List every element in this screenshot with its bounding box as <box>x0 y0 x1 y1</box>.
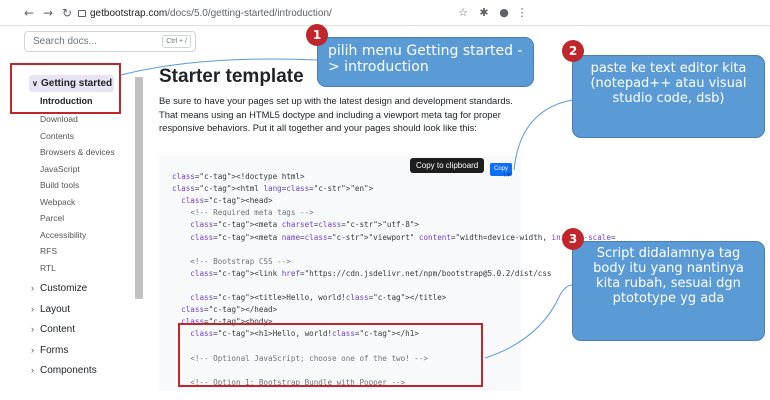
callout-step-2: paste ke text editor kita (notepad++ ata… <box>572 55 765 138</box>
sidebar-item-javascript[interactable]: JavaScript <box>40 164 80 174</box>
step-badge-1: 1 <box>306 24 328 46</box>
chevron-down-icon: ∨ <box>32 79 38 88</box>
search-shortcut: Ctrl + / <box>162 35 191 48</box>
code-line: class="c-tag"><html lang=class="c-str">"… <box>172 184 374 194</box>
sidebar-group-label: Getting started <box>41 78 113 89</box>
sidebar-item-webpack[interactable]: Webpack <box>40 197 76 207</box>
sidebar-item-rfs[interactable]: RFS <box>40 246 57 256</box>
chevron-right-icon: › <box>31 304 34 314</box>
sidebar-section-content[interactable]: › Content <box>31 324 75 335</box>
sidebar-item-rtl[interactable]: RTL <box>40 263 56 273</box>
sidebar-item-introduction[interactable]: Introduction <box>40 96 93 106</box>
code-line: class="c-tag"><head> <box>181 196 273 206</box>
code-line: class="c-tag"><!doctype html> <box>172 172 305 181</box>
cursor-pointer-icon: ☞ <box>503 168 513 181</box>
chevron-right-icon: › <box>31 324 34 334</box>
copy-tooltip: Copy to clipboard <box>410 158 485 173</box>
code-line: class="c-tag"><title>Hello, world!class=… <box>190 293 447 302</box>
address-bar[interactable]: getbootstrap.com/docs/5.0/getting-starte… <box>78 4 473 23</box>
intro-paragraph: Be sure to have your pages set up with t… <box>159 95 513 133</box>
sidebar-scrollbar[interactable] <box>135 77 143 299</box>
copy-button[interactable]: Copy <box>490 163 512 176</box>
sidebar-section-label: Content <box>40 324 76 335</box>
sidebar-item-build-tools[interactable]: Build tools <box>40 180 80 190</box>
code-line: <!-- Bootstrap CSS --> <box>172 256 291 266</box>
back-arrow-icon[interactable]: ← <box>23 6 35 20</box>
sidebar-section-customize[interactable]: › Customize <box>31 283 87 294</box>
sidebar-section-forms[interactable]: › Forms <box>31 345 68 356</box>
url-domain: getbootstrap.com <box>90 8 168 19</box>
code-line: class="c-tag"></head> <box>181 305 278 315</box>
star-icon[interactable]: ☆ <box>458 6 468 19</box>
sidebar-group-getting-started[interactable]: ∨ Getting started <box>29 75 114 92</box>
page-title: Starter template <box>159 66 304 87</box>
sidebar-section-components[interactable]: › Components <box>31 365 97 376</box>
reload-icon[interactable]: ↻ <box>61 6 73 20</box>
sidebar-section-layout[interactable]: › Layout <box>31 304 70 315</box>
code-line: <!-- Option 1: Bootstrap Bundle with Pop… <box>172 377 406 387</box>
connector-line-2 <box>513 99 573 171</box>
sidebar-fade <box>0 381 140 400</box>
url-path: /docs/5.0/getting-started/introduction/ <box>167 8 332 19</box>
lock-icon <box>78 10 86 17</box>
sidebar-item-contents[interactable]: Contents <box>40 131 75 141</box>
sidebar-section-label: Components <box>40 365 97 376</box>
highlight-box-body-code <box>178 323 483 387</box>
code-line: class="c-tag"><meta charset=class="c-str… <box>190 220 419 230</box>
sidebar-item-parcel[interactable]: Parcel <box>40 213 65 223</box>
code-block <box>159 156 521 391</box>
code-line: class="c-tag"><body> <box>181 317 273 327</box>
extensions-icon[interactable]: ✱ <box>479 6 489 19</box>
step-badge-3: 3 <box>562 228 584 250</box>
code-line: class="c-tag"><meta name=class="c-str">"… <box>190 232 616 242</box>
code-line: <!-- Optional JavaScript; choose one of … <box>172 353 429 363</box>
browser-toolbar: ← → ↻ getbootstrap.com/docs/5.0/getting-… <box>0 0 770 26</box>
forward-arrow-icon[interactable]: → <box>42 6 54 20</box>
sidebar-section-label: Customize <box>40 283 88 294</box>
highlight-box-getting-started <box>10 63 121 114</box>
search-box[interactable]: Ctrl + / <box>24 31 196 52</box>
chevron-right-icon: › <box>31 345 34 355</box>
search-input[interactable] <box>33 34 153 49</box>
sidebar-item-download[interactable]: Download <box>40 114 78 124</box>
profile-icon[interactable]: ● <box>499 6 509 19</box>
code-line: <!-- Required meta tags --> <box>172 208 314 218</box>
code-line: class="c-tag"><link href="https://cdn.js… <box>190 268 552 278</box>
sidebar-item-browsers-devices[interactable]: Browsers & devices <box>40 147 115 157</box>
sidebar-section-label: Layout <box>40 304 71 315</box>
step-badge-2: 2 <box>562 40 584 62</box>
callout-step-3: Script didalamnya tag body itu yang nant… <box>572 241 765 341</box>
chevron-right-icon: › <box>31 283 34 293</box>
chevron-right-icon: › <box>31 365 34 375</box>
sidebar-section-label: Forms <box>40 345 69 356</box>
callout-step-1: pilih menu Getting started -> introducti… <box>317 37 534 87</box>
menu-dots-icon[interactable]: ⋮ <box>516 6 528 19</box>
code-line: class="c-tag"><h1>Hello, world!class="c-… <box>190 329 419 339</box>
sidebar-item-accessibility[interactable]: Accessibility <box>40 230 87 240</box>
